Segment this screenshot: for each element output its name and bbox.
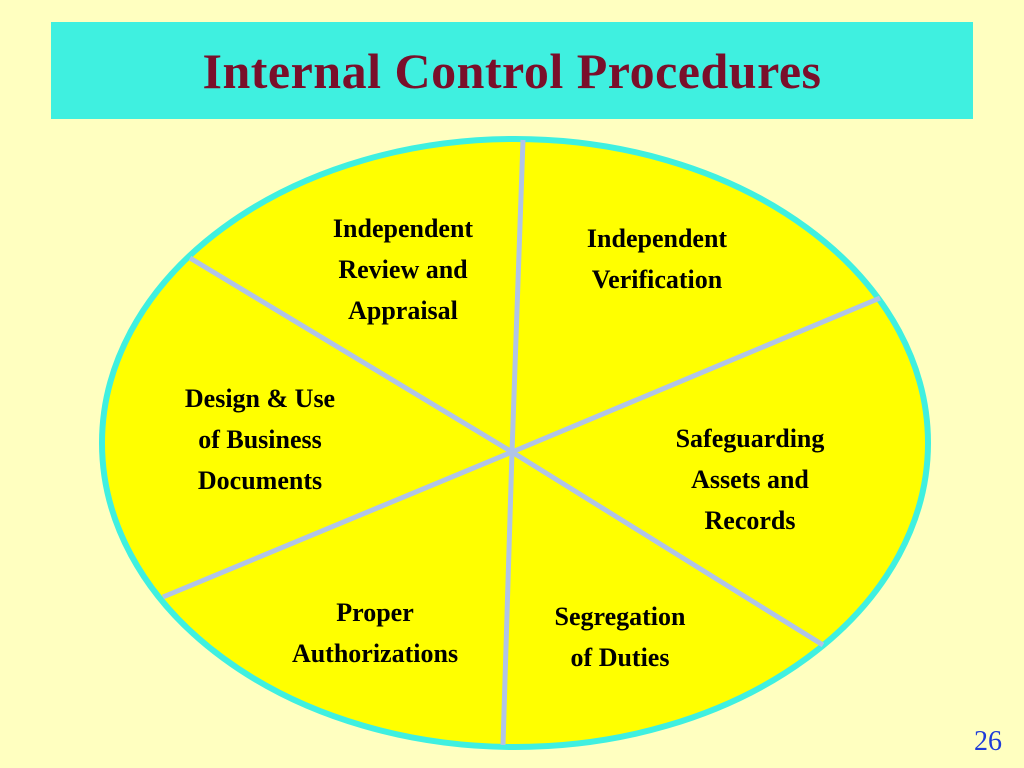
divider-line-bottom [500, 451, 515, 746]
divider-line-upper-left [188, 255, 514, 455]
segment-label-proper-authorizations: Proper Authorizations [291, 598, 459, 668]
segment-label-business-documents: Design & Use of Business Documents [184, 384, 336, 495]
segment-label-independent-verification: Independent Verification [586, 224, 728, 294]
page-title: Internal Control Procedures [202, 42, 822, 99]
wheel-ellipse [99, 136, 931, 750]
divider-line-lower-left [162, 449, 513, 600]
divider-line-top [509, 139, 526, 453]
segment-label-segregation-of-duties: Segregation of Duties [554, 602, 686, 672]
segment-label-safeguarding-assets: Safeguarding Assets and Records [675, 424, 825, 535]
segment-label-independent-review: Independent Review and Appraisal [332, 214, 474, 325]
divider-line-lower-right [510, 449, 825, 648]
divider-line-upper-right [511, 295, 881, 455]
title-bar: Internal Control Procedures [51, 22, 973, 119]
page-number: 26 [974, 726, 1002, 757]
